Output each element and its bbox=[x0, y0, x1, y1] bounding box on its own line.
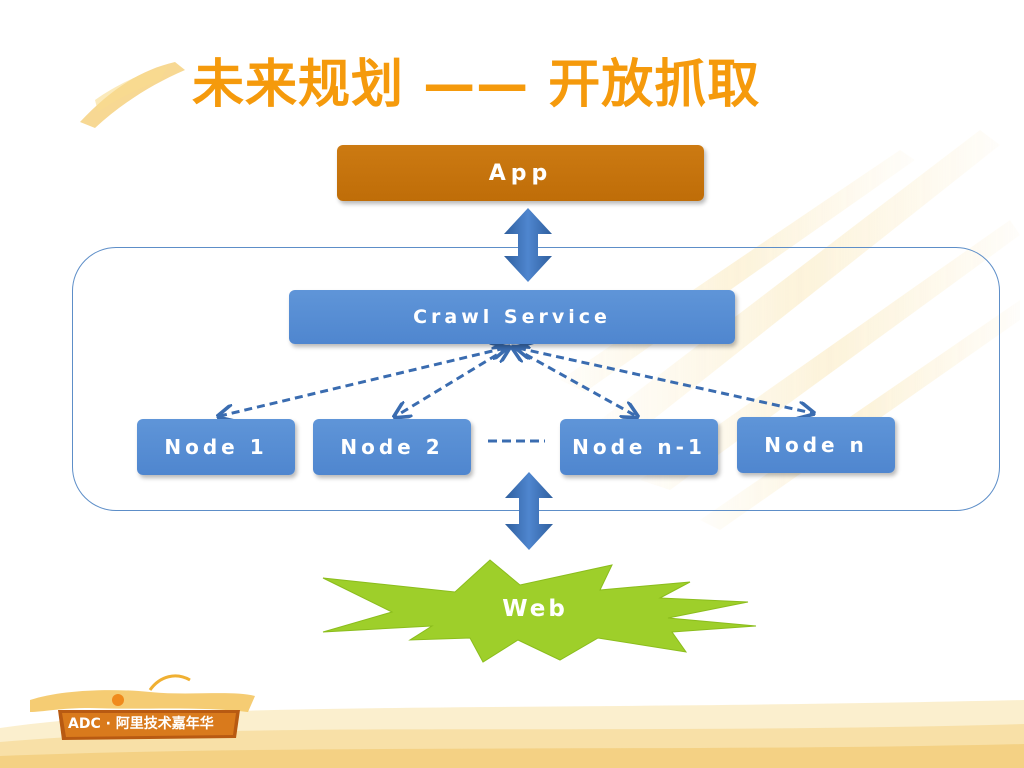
node-box-2: Node 2 bbox=[313, 419, 471, 475]
connector-node-n bbox=[518, 348, 812, 413]
app-box: App bbox=[337, 145, 704, 201]
node-label: Node n-1 bbox=[572, 435, 706, 459]
connector-node-1 bbox=[220, 348, 505, 416]
node-label: Node n bbox=[764, 433, 868, 457]
web-label: Web bbox=[502, 596, 568, 622]
node-box-n-1: Node n-1 bbox=[560, 419, 718, 475]
logo-text: ADC · 阿里技术嘉年华 bbox=[68, 716, 214, 732]
web-burst-shape bbox=[322, 559, 757, 663]
crawl-service-box: Crawl Service bbox=[289, 290, 735, 344]
crawl-service-label: Crawl Service bbox=[413, 306, 611, 328]
bottom-brush-band bbox=[0, 700, 1024, 768]
cluster-web-double-arrow bbox=[505, 472, 553, 550]
node-label: Node 1 bbox=[164, 435, 268, 459]
connector-node-2 bbox=[396, 348, 508, 416]
app-label: App bbox=[488, 160, 553, 186]
slide-title: 未来规划 —— 开放抓取 bbox=[192, 55, 761, 115]
right-brush-strokes bbox=[560, 130, 1020, 530]
app-service-double-arrow bbox=[504, 208, 552, 282]
node-box-n: Node n bbox=[737, 417, 895, 473]
node-label: Node 2 bbox=[340, 435, 444, 459]
node-box-1: Node 1 bbox=[137, 419, 295, 475]
